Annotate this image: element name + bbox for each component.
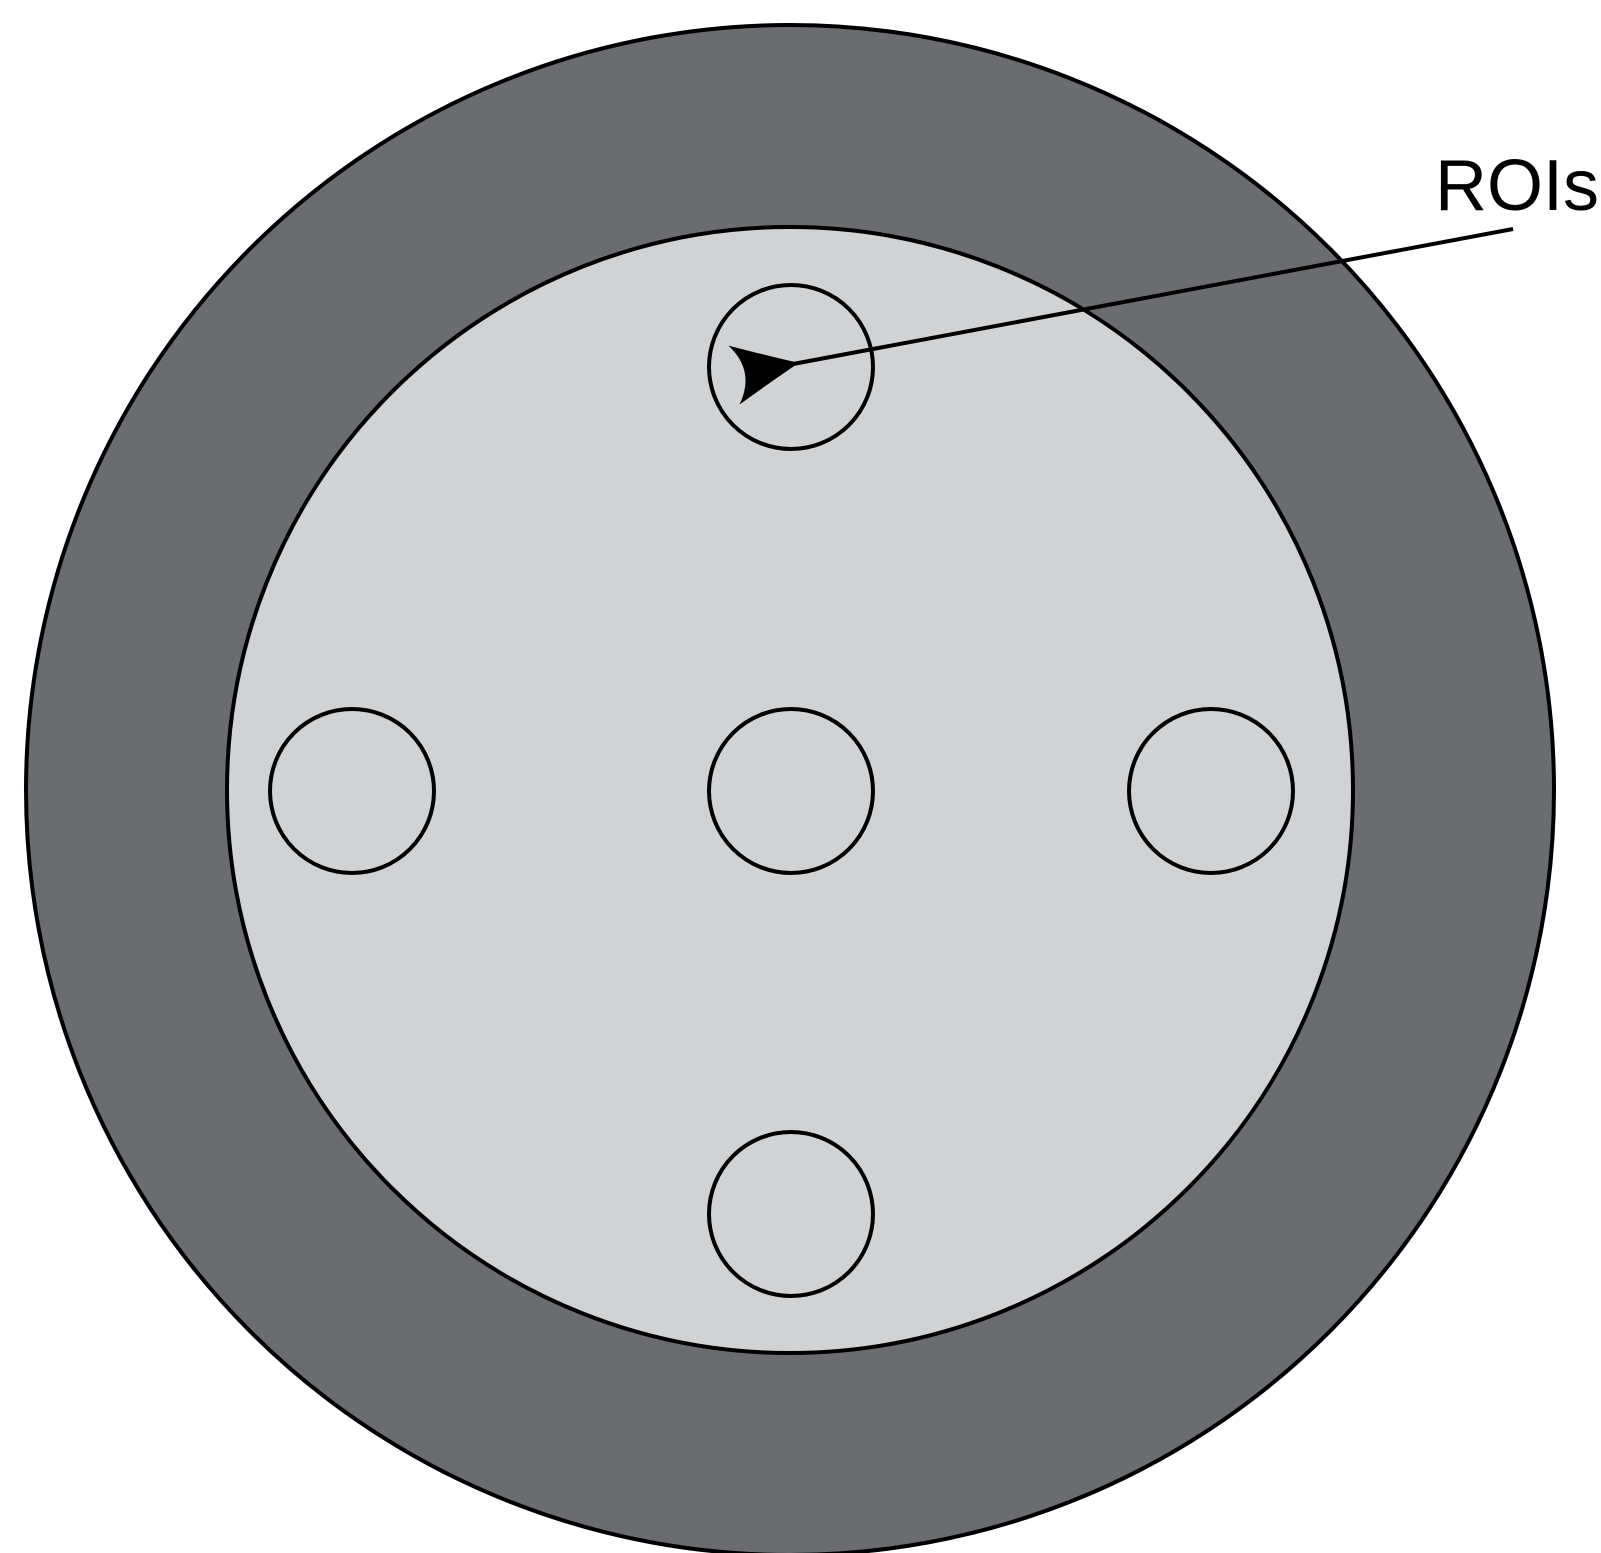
inner-disc [225,225,1355,1355]
roi-circle-left [268,707,436,875]
roi-circle-center [707,707,875,875]
roi-pointer-arrow [728,227,1514,405]
roi-circles [268,283,1295,1298]
roi-label: ROIs [1435,146,1599,226]
roi-circle-right [1127,707,1295,875]
roi-circle-bottom [707,1130,875,1298]
roi-circle-top [707,283,875,451]
